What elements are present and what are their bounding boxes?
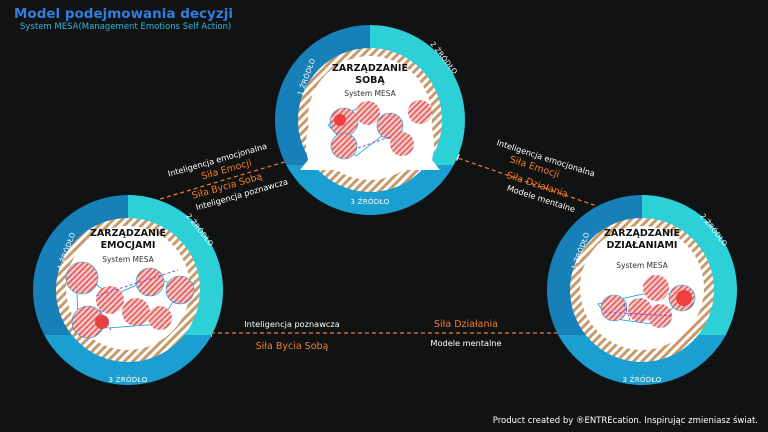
page-subtitle: System MESA(Management Emotions Self Act…	[20, 22, 232, 32]
source-label: 3 ŹRÓDŁO	[350, 197, 389, 206]
link-label: Modele mentalne	[430, 338, 501, 348]
action-cluster	[597, 275, 696, 328]
page-title: Model podejmowania decyzji	[14, 6, 233, 22]
source-label: 3 ŹRÓDŁO	[108, 375, 147, 384]
circle-top-title-2: SOBĄ	[355, 75, 385, 86]
source-label: 3 ŹRÓDŁO	[622, 375, 661, 384]
circle-top-title-1: ZARZĄDZANIE	[332, 63, 408, 74]
link-label: Siła Bycia Sobą	[256, 341, 329, 352]
link-left-top-labels: Inteligencja emocjonalna Siła Emocji Sił…	[167, 141, 289, 213]
circle-left-title-1: ZARZĄDZANIE	[90, 228, 166, 239]
link-bottom-labels: Inteligencja poznawcza Siła Bycia Sobą S…	[244, 319, 501, 352]
circle-right-title-2: DZIAŁANIAMI	[607, 240, 678, 251]
circle-right-system: System MESA	[616, 261, 668, 270]
link-label: Siła Działania	[434, 319, 498, 330]
link-top-right-labels: Inteligencja emocjonalna Siła Emocji Sił…	[495, 137, 596, 214]
circle-zarzadzanie-dzialaniami: ZARZĄDZANIE DZIAŁANIAMI System MESA 1 ŹR…	[547, 195, 737, 385]
circle-zarzadzanie-soba: ZARZĄDZANIE SOBĄ System MESA 1 ŹRÓDŁO 2 …	[275, 25, 465, 215]
emotion-cluster	[327, 100, 432, 160]
circle-left-title-2: EMOCJAMI	[101, 240, 156, 251]
circle-right-title-1: ZARZĄDZANIE	[604, 228, 680, 239]
circle-left-system: System MESA	[102, 255, 154, 264]
emotion-cluster	[65, 261, 195, 339]
link-label: Inteligencja poznawcza	[244, 319, 339, 329]
footer-credit: Product created by ®ENTREcation. Inspiru…	[492, 416, 758, 426]
circle-zarzadzanie-emocjami: ZARZĄDZANIE EMOCJAMI System MESA 1 ŹRÓDŁ…	[33, 195, 223, 385]
circle-top-system: System MESA	[344, 89, 396, 98]
link-top-right-line	[451, 155, 615, 213]
